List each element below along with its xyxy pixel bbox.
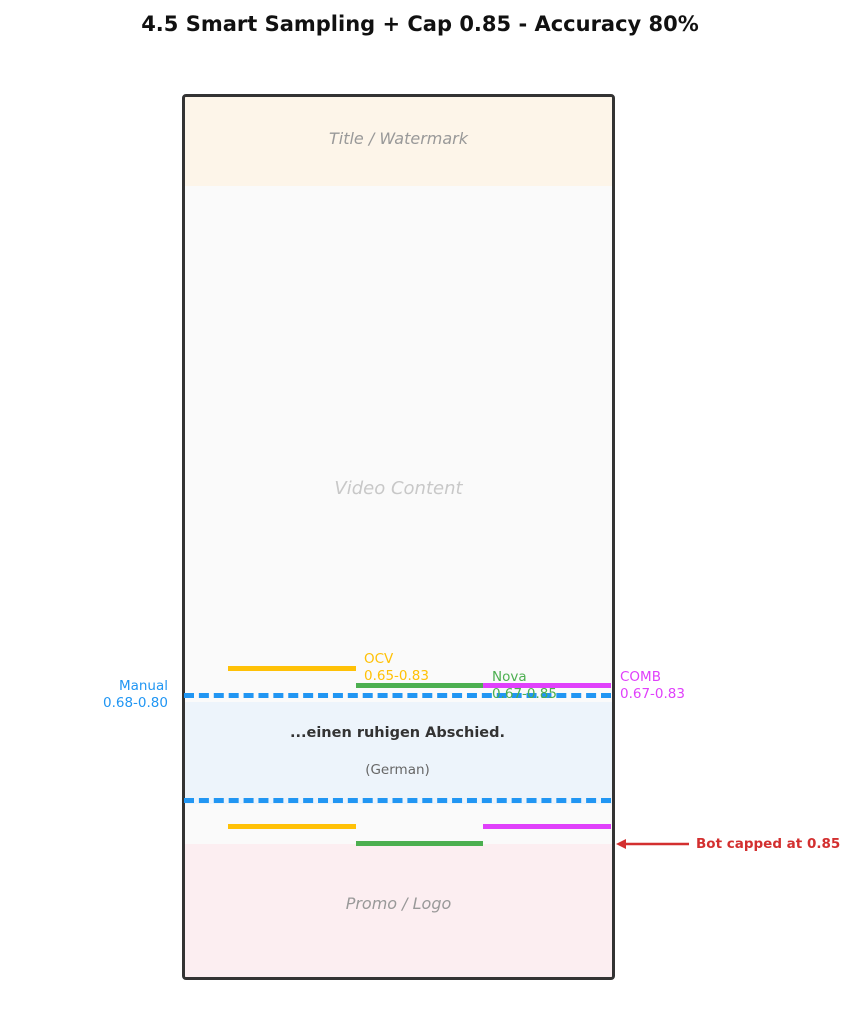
nova-label: Nova 0.67-0.85	[492, 669, 557, 703]
subtitle-zone	[185, 702, 612, 804]
ocv-range: 0.65-0.83	[364, 668, 429, 684]
cap-arrow-head	[616, 839, 626, 849]
manual-bottom-bound	[184, 798, 611, 803]
ocv-top-band	[228, 666, 356, 671]
promo-logo-zone: Promo / Logo	[185, 844, 612, 977]
manual-name: Manual	[118, 678, 168, 694]
nova-bottom-band	[356, 841, 483, 846]
manual-label: Manual 0.68-0.80	[103, 678, 168, 712]
manual-top-bound	[184, 693, 611, 698]
nova-name: Nova	[492, 669, 527, 685]
subtitle-language: (German)	[365, 762, 430, 778]
comb-bottom-band	[483, 824, 611, 829]
nova-top-band	[356, 683, 483, 688]
ocv-name: OCV	[364, 651, 394, 667]
comb-name: COMB	[620, 669, 661, 685]
nova-range: 0.67-0.85	[492, 686, 557, 702]
cap-annotation: Bot capped at 0.85	[696, 836, 841, 852]
comb-range: 0.67-0.83	[620, 686, 685, 702]
diagram-title: 4.5 Smart Sampling + Cap 0.85 - Accuracy…	[141, 12, 699, 36]
video-frame: Title / Watermark Video Content Promo / …	[182, 94, 615, 980]
video-content-label: Video Content	[334, 478, 463, 499]
title-watermark-zone: Title / Watermark	[185, 97, 612, 186]
title-watermark-label: Title / Watermark	[328, 129, 469, 148]
promo-logo-label: Promo / Logo	[345, 894, 452, 913]
ocv-label: OCV 0.65-0.83	[364, 651, 429, 685]
comb-label: COMB 0.67-0.83	[620, 669, 685, 703]
subtitle-text: ...einen ruhigen Abschied.	[289, 725, 506, 741]
ocv-bottom-band	[228, 824, 356, 829]
manual-range: 0.68-0.80	[103, 695, 168, 711]
comb-top-band	[483, 683, 611, 688]
